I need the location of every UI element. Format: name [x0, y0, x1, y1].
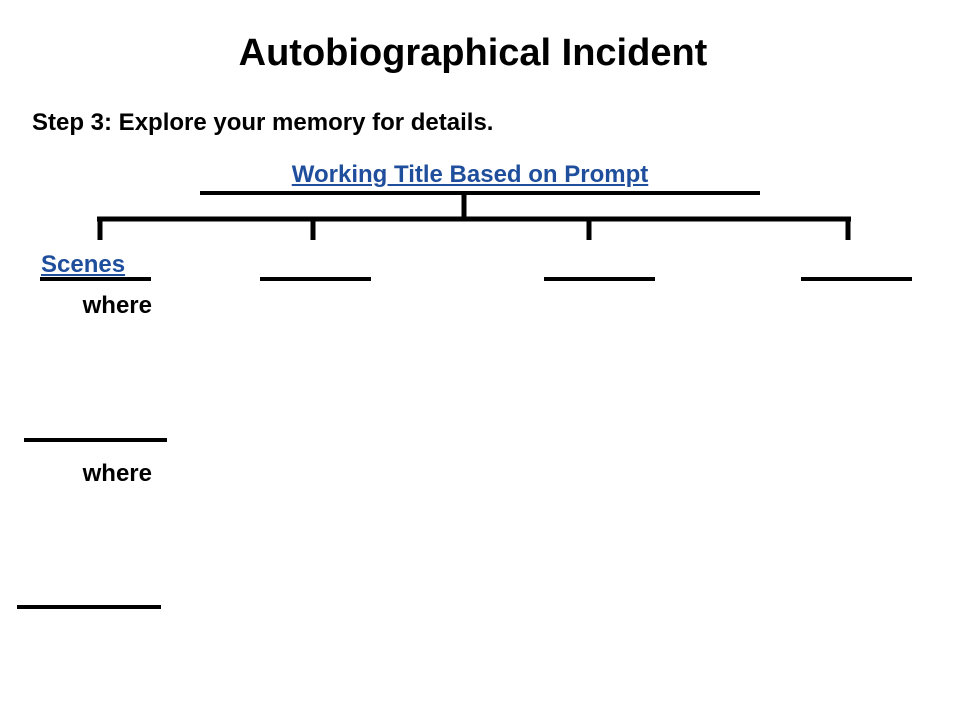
where-label-1: where — [82, 292, 152, 319]
where-label-2: where — [82, 460, 152, 487]
page-title: Autobiographical Incident — [238, 32, 708, 74]
scenes-label: Scenes — [41, 251, 126, 278]
working-title-label: Working Title Based on Prompt — [291, 161, 649, 188]
step-instruction: Step 3: Explore your memory for details. — [32, 109, 494, 136]
